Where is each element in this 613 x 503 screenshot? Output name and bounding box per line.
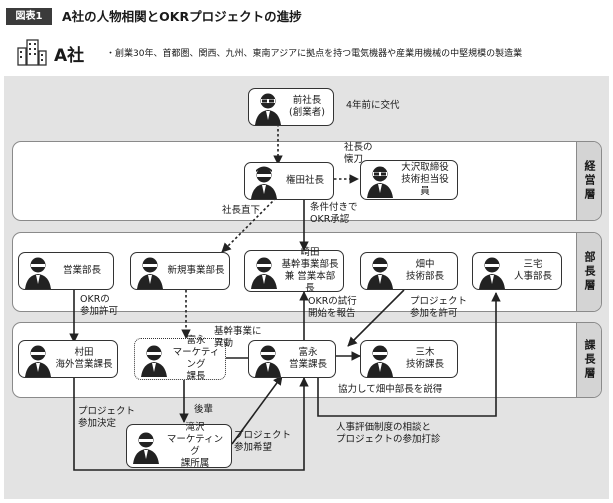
node-label: 三木 技術課長 xyxy=(405,347,444,370)
node-miyake: 三宅 人事部長 xyxy=(472,252,562,290)
node-label: 営業部長 xyxy=(62,265,101,276)
annotation-hr-consult: 人事評価制度の相談と プロジェクトの参加打診 xyxy=(336,422,441,445)
annotation-conditional-okr: 条件付きで OKR承認 xyxy=(310,202,358,225)
annotation-project-hope: プロジェクト 参加希望 xyxy=(234,430,292,453)
annotation-junior: 後輩 xyxy=(194,404,214,415)
company-description: ・創業30年、首都圏、関西、九州、東南アジアに拠点を持つ電気機器や産業用機械の中… xyxy=(106,49,523,59)
person-icon xyxy=(479,257,505,289)
person-icon xyxy=(367,166,393,198)
annotation-project-decision: プロジェクト 参加決定 xyxy=(78,406,136,429)
figure-header: 図表1 A社の人物相関とOKRプロジェクトの進捗 xyxy=(6,6,606,28)
node-osawa: 大沢取締役 技術担当役員 xyxy=(360,160,458,200)
node-hatanaka: 畑中 技術部長 xyxy=(360,252,458,290)
annotation-okr-trial: OKRの試行 開始を報告 xyxy=(308,296,357,319)
person-icon xyxy=(255,93,281,125)
node-label: 前社長 (創業者) xyxy=(289,95,325,118)
node-label: 新規事業部長 xyxy=(167,265,225,276)
node-miki: 三木 技術課長 xyxy=(360,340,458,378)
person-icon xyxy=(25,345,51,377)
person-icon xyxy=(133,432,159,464)
node-murata: 村田 海外営業課長 xyxy=(18,340,118,378)
node-label: 富永 営業課長 xyxy=(288,347,327,370)
annotation-right-hand: 社長の 懐刀 xyxy=(344,142,373,165)
node-takizawa: 滝沢 マーケティング 課所属 xyxy=(126,422,232,469)
person-icon xyxy=(367,345,393,377)
person-icon xyxy=(251,257,277,289)
band-label-general-manager: 部長層 xyxy=(576,233,601,311)
node-former-president: 前社長 (創業者) xyxy=(248,88,334,126)
node-label: 崎田 基幹事業部長 兼 営業本部長 xyxy=(281,247,339,294)
node-new-business-gm: 新規事業部長 xyxy=(130,252,230,290)
node-label: 権田社長 xyxy=(285,175,324,186)
building-icon xyxy=(17,39,47,66)
annotation-project-join-permit: プロジェクト 参加を許可 xyxy=(410,296,468,319)
figure-badge: 図表1 xyxy=(6,8,52,25)
node-sakita: 崎田 基幹事業部長 兼 営業本部長 xyxy=(244,247,344,294)
person-icon xyxy=(137,257,163,289)
annotation-persuade: 協力して畑中部長を説得 xyxy=(338,384,443,395)
annotation-handover: 4年前に交代 xyxy=(346,100,400,111)
node-label: 富永 マーケティング 課長 xyxy=(172,335,220,382)
annotation-okr-permission: OKRの 参加許可 xyxy=(80,294,119,317)
node-sales-gm: 営業部長 xyxy=(18,252,114,290)
company-name: A社 xyxy=(54,46,85,66)
person-icon xyxy=(367,257,393,289)
band-label-management: 経営層 xyxy=(576,142,601,220)
figure-title: A社の人物相関とOKRプロジェクトの進捗 xyxy=(62,9,302,24)
person-icon xyxy=(255,345,281,377)
annotation-direct-order: 社長直下 xyxy=(222,205,261,216)
company-row: A社 ・創業30年、首都圏、関西、九州、東南アジアに拠点を持つ電気機器や産業用機… xyxy=(10,36,610,68)
node-tominaga-sales: 富永 営業課長 xyxy=(248,340,336,378)
node-tominaga-marketing: 富永 マーケティング 課長 xyxy=(134,335,226,382)
node-label: 大沢取締役 技術担当役員 xyxy=(401,162,449,197)
node-label: 三宅 人事部長 xyxy=(513,259,552,282)
person-icon xyxy=(251,166,277,199)
person-icon xyxy=(25,257,51,289)
annotation-transfer: 基幹事業に 異動 xyxy=(214,326,262,349)
band-label-section-manager: 課長層 xyxy=(576,323,601,397)
node-label: 滝沢 マーケティング 課所属 xyxy=(166,422,224,469)
node-label: 村田 海外営業課長 xyxy=(55,347,113,370)
node-president: 権田社長 xyxy=(244,162,334,200)
person-icon xyxy=(141,345,167,377)
node-label: 畑中 技術部長 xyxy=(405,259,444,282)
